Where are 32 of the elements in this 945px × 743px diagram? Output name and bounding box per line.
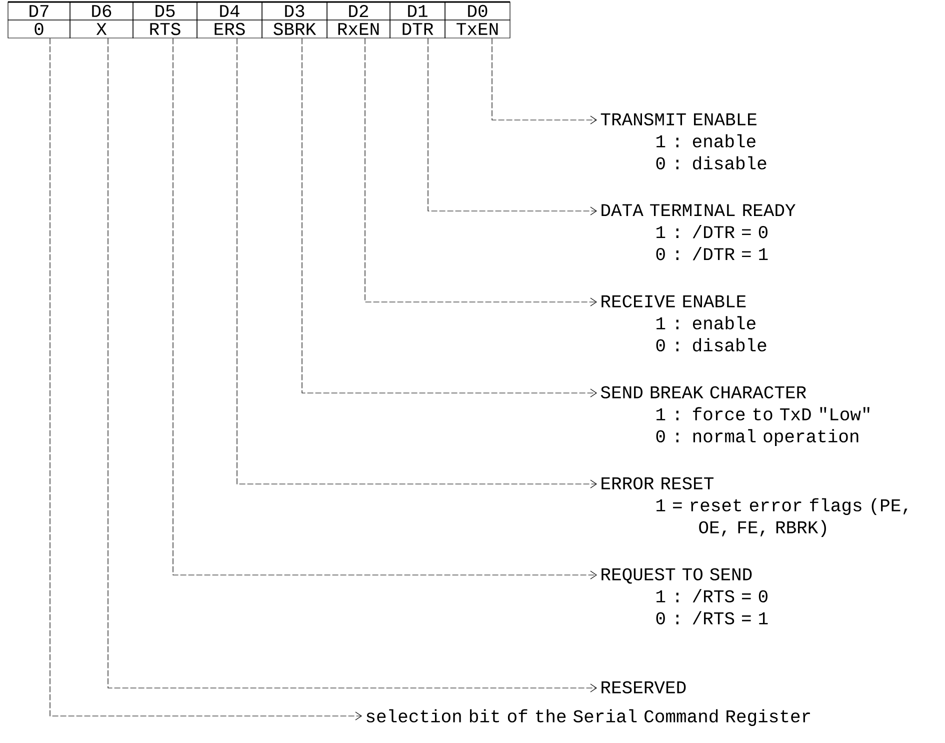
arrow xyxy=(302,38,597,398)
arrow xyxy=(236,38,597,488)
register-cell: DTR xyxy=(390,20,446,38)
register-cell: D3 xyxy=(262,2,328,20)
register-cell: X xyxy=(70,20,134,38)
bit-description: RECEIVE ENABLE 1 : enable 0 : disable xyxy=(602,295,766,352)
register-cell: D7 xyxy=(8,2,70,20)
arrow xyxy=(108,38,597,692)
register-cell: D5 xyxy=(132,2,198,20)
register-cell: TxEN xyxy=(444,20,510,38)
register-cell: D6 xyxy=(70,2,134,20)
register-cell: SBRK xyxy=(262,20,328,38)
register-cell: D0 xyxy=(444,2,510,20)
bit-description: TRANSMIT ENABLE 1 : enable 0 : disable xyxy=(600,113,766,170)
arrow xyxy=(364,38,597,306)
arrow xyxy=(172,38,597,580)
register-cell: ERS xyxy=(196,20,262,38)
bit-description: SEND BREAK CHARACTER 1 : force to TxD "Low" 0 : normal operation xyxy=(600,386,870,446)
arrow xyxy=(50,38,362,720)
arrow xyxy=(492,38,597,124)
register-cell: D1 xyxy=(390,2,446,20)
register-cell: D2 xyxy=(326,2,390,20)
register-cell: 0 xyxy=(8,20,70,38)
arrow xyxy=(428,38,597,216)
register-cell: RTS xyxy=(132,20,198,38)
bit-description: ERROR RESET 1 = reset error flags (PE, OE, FE, RBRK) xyxy=(602,477,908,537)
bit-description: selection bit of the Serial Command Register xyxy=(366,709,810,726)
bit-description: RESERVED xyxy=(602,681,686,694)
register-cell: D4 xyxy=(196,2,262,20)
bit-description: REQUEST TO SEND 1 : /RTS = 0 0 : /RTS = 1 xyxy=(602,568,768,624)
bit-description: DATA TERMINAL READY 1 : /DTR = 0 0 : /DTR = 1 xyxy=(602,204,796,260)
register-cell: RxEN xyxy=(326,20,390,38)
